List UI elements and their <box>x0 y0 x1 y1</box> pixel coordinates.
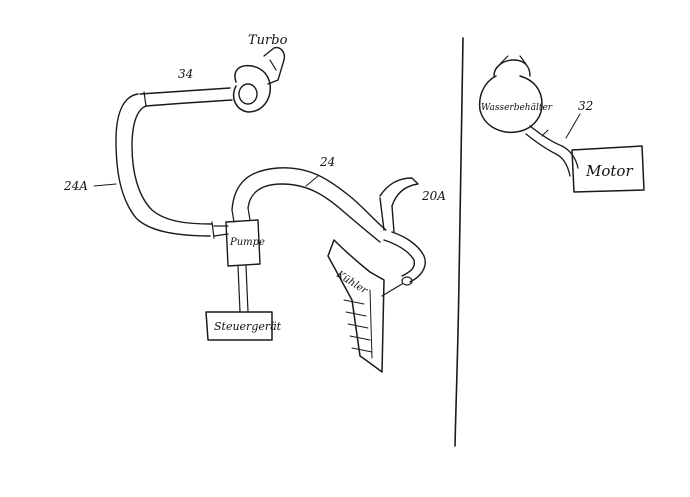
hose-24a-inner-edge <box>131 105 213 225</box>
hose-20a-loop-inner <box>383 239 416 277</box>
pump <box>213 207 261 267</box>
pump-outlet <box>231 207 251 223</box>
turbo-outlet-line <box>269 59 277 71</box>
hose-24-lower-edge <box>247 183 381 243</box>
radiator-fins <box>343 299 373 353</box>
hose-20a-loop-outer <box>391 231 426 283</box>
label-hose-20a: 20A <box>421 189 446 203</box>
reservoir <box>478 55 543 134</box>
label-engine: Motor <box>585 162 633 180</box>
label-hose-34: 34 <box>178 67 193 81</box>
hose-32-upper-edge <box>529 125 579 169</box>
hose-24a-outer-edge <box>115 93 211 237</box>
radiator-edge <box>369 289 373 359</box>
label-radiator: Kühler <box>334 269 371 298</box>
engine-box <box>571 145 645 193</box>
hose-34-top-edge <box>139 87 231 95</box>
turbo-outlet <box>263 46 286 85</box>
turbo-housing <box>232 64 271 113</box>
hose-24-upper-edge <box>231 167 387 231</box>
label-control-unit: Steuergerät <box>214 320 282 333</box>
hose-24a <box>115 93 215 239</box>
leader-24a <box>93 183 117 187</box>
hose-32 <box>525 125 579 177</box>
hose-20a <box>379 177 426 297</box>
hose-24 <box>231 167 387 243</box>
divider-line <box>454 37 464 447</box>
reservoir-cap-detail <box>499 55 527 65</box>
reservoir-cap <box>493 59 531 77</box>
hose-20a-neck <box>379 197 395 233</box>
hose-20a-end <box>379 177 419 207</box>
radiator-body <box>327 239 385 373</box>
label-turbo: Turbo <box>248 33 288 48</box>
label-reservoir: Wasserbehälter <box>481 103 553 113</box>
hose-32-lower-edge <box>525 133 571 177</box>
label-pump: Pumpe <box>229 237 265 248</box>
wire-right <box>245 265 249 313</box>
hose-20a-to-radiator <box>381 283 403 297</box>
pump-body <box>225 219 261 267</box>
leader-24 <box>305 175 319 187</box>
hose-32-clamp <box>541 129 549 137</box>
label-hose-24: 24 <box>319 155 335 169</box>
hose-24a-clamp <box>211 221 215 239</box>
turbo-inlet <box>238 83 258 105</box>
turbo <box>232 46 286 113</box>
label-hose-32: 32 <box>578 99 593 113</box>
hose-20a-fitting <box>401 276 413 286</box>
wire-left <box>237 265 241 313</box>
label-hose-24a: 24A <box>63 179 88 193</box>
reservoir-body <box>478 75 543 134</box>
leader-32 <box>565 113 581 139</box>
hose-34-bottom-edge <box>145 99 233 107</box>
pump-inlet <box>213 225 229 237</box>
hose-34 <box>139 87 233 107</box>
control-unit-box <box>205 311 273 341</box>
hose-34-clamp <box>143 91 147 107</box>
radiator <box>327 239 385 373</box>
